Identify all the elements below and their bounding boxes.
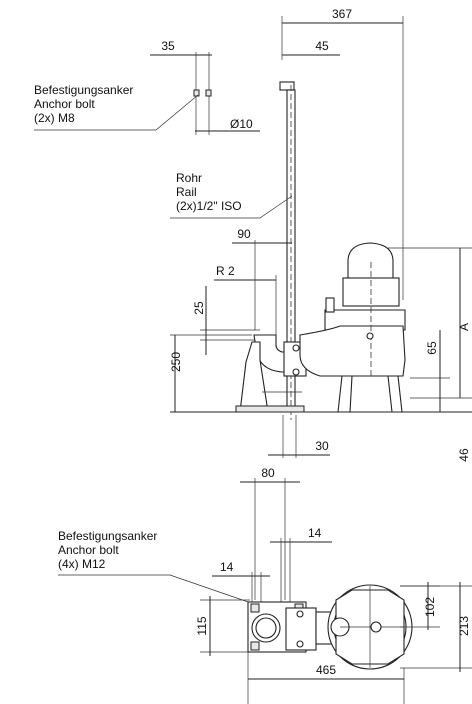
- anchor-label-side: Befestigungsanker Anchor bolt (2x) M8: [34, 83, 199, 131]
- dim-d10-label: Ø10: [230, 117, 253, 131]
- dim-102-label: 102: [423, 597, 437, 617]
- rail-label-size: (2x)1/2" ISO: [176, 199, 242, 213]
- anchor-plan-size: (4x) M12: [58, 557, 106, 571]
- plan-view: 80 14 14 Befestigungsanker Anchor bolt (…: [58, 466, 472, 704]
- dim-r2-label: R 2: [216, 264, 235, 278]
- pump-body: [299, 242, 406, 413]
- dim-anchor-diameter: Ø10: [195, 117, 260, 132]
- dim-14-right-label: 14: [308, 526, 322, 540]
- dim-45-label: 45: [315, 39, 329, 53]
- dim-115: 115: [195, 596, 250, 656]
- dim-465-label: 465: [316, 663, 336, 677]
- dim-anchor-spacing: 35: [150, 39, 212, 135]
- dim-overall-width: 367: [281, 7, 404, 300]
- dim-250-label: 250: [169, 352, 183, 372]
- anchor-label-de: Befestigungsanker: [34, 83, 133, 97]
- dim-115-label: 115: [195, 616, 209, 635]
- anchor-label-plan: Befestigungsanker Anchor bolt (4x) M12: [58, 529, 255, 605]
- dim-80-label: 80: [261, 466, 275, 480]
- dim-30-label: 30: [315, 439, 329, 453]
- dim-base-height: 65: [410, 330, 472, 412]
- dim-flange-drop: 25: [192, 286, 260, 355]
- dim-213-label: 213: [457, 616, 471, 636]
- anchor-label-size: (2x) M8: [34, 111, 75, 125]
- dim-14-right: 14: [270, 526, 332, 610]
- anchor-label-en: Anchor bolt: [34, 97, 95, 111]
- rail-label-en: Rail: [176, 185, 197, 199]
- dim-rail-offset: 45: [282, 39, 340, 56]
- anchor-bolt-mark: [205, 89, 212, 97]
- dim-367-label: 367: [332, 7, 352, 21]
- anchor-plan-de: Befestigungsanker: [58, 529, 157, 543]
- dim-25-label: 25: [192, 301, 206, 315]
- anchor-plan-en: Anchor bolt: [58, 543, 119, 557]
- dim-213: 213: [400, 582, 472, 672]
- dim-80: 80: [240, 466, 300, 600]
- duckfoot-bend: [235, 334, 307, 413]
- dim-a-label: A: [457, 323, 471, 331]
- dim-outlet-height: 250: [169, 334, 252, 412]
- side-view: 367 45 35 Ø10 Befestigungsanker Anchor b…: [34, 7, 472, 462]
- dim-radius: R 2: [214, 264, 277, 335]
- rail-label: Rohr Rail (2x)1/2" ISO: [170, 171, 293, 219]
- dim-35-label: 35: [161, 39, 175, 53]
- dim-14-left-label: 14: [220, 560, 234, 574]
- dim-65-label: 65: [425, 341, 439, 355]
- rail-label-de: Rohr: [176, 171, 202, 185]
- dim-rail-to-base: 30: [268, 415, 330, 458]
- dim-right-a: A: [388, 247, 472, 398]
- dim-pipe-offset: 90: [232, 227, 292, 330]
- dim-465: 465: [247, 652, 405, 704]
- plan-pump: [327, 584, 413, 670]
- anchor-bolt-mark: [193, 89, 200, 97]
- dim-90-label: 90: [237, 227, 251, 241]
- dim-46-label: 46: [457, 448, 471, 462]
- plan-base: [247, 601, 339, 653]
